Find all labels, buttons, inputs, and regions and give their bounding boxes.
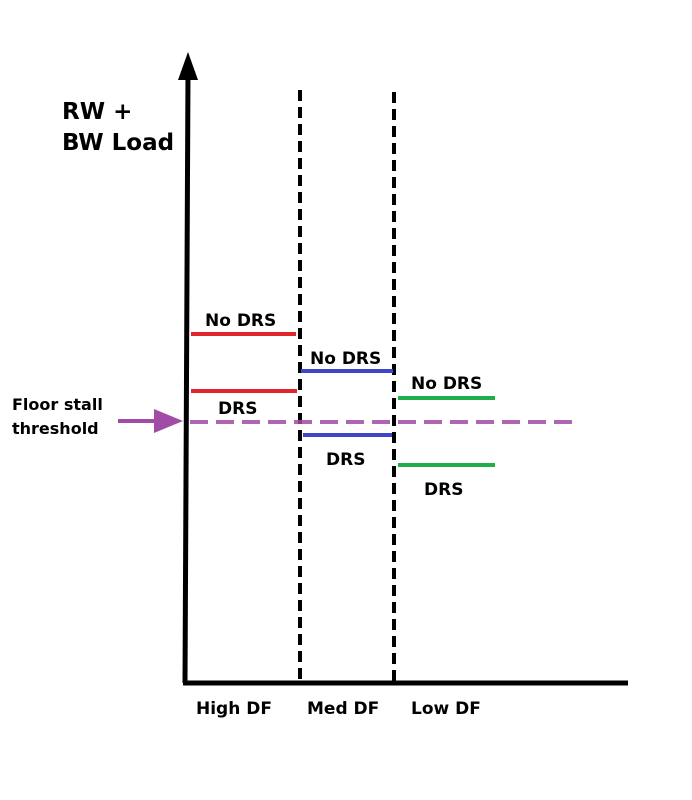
high-df-no-drs-label: No DRS [205, 311, 276, 331]
series-med-df: No DRS DRS [301, 349, 393, 470]
category-label-high-df: High DF [196, 699, 272, 719]
threshold-label: Floor stall threshold [12, 395, 108, 438]
med-df-no-drs-label: No DRS [310, 349, 381, 369]
series-low-df: No DRS DRS [398, 374, 495, 500]
med-df-drs-label: DRS [326, 450, 365, 470]
y-axis-title: RW + BW Load [62, 99, 174, 156]
category-label-med-df: Med DF [307, 699, 379, 719]
series-high-df: No DRS DRS [191, 311, 297, 419]
y-axis-arrowhead [178, 52, 198, 80]
category-labels: High DF Med DF Low DF [196, 699, 481, 719]
low-df-drs-label: DRS [424, 480, 463, 500]
low-df-no-drs-label: No DRS [411, 374, 482, 394]
y-axis-line [182, 71, 191, 684]
axes [178, 52, 628, 686]
threshold-arrow [118, 409, 183, 433]
y-axis-title-line-2: BW Load [62, 130, 174, 156]
high-df-drs-label: DRS [218, 399, 257, 419]
threshold-label-line-2: threshold [12, 419, 99, 438]
y-axis-title-line-1: RW + [62, 99, 132, 125]
threshold-arrow-head [154, 409, 183, 433]
category-dividers [298, 90, 396, 683]
category-label-low-df: Low DF [411, 699, 481, 719]
threshold-label-line-1: Floor stall [12, 395, 103, 414]
